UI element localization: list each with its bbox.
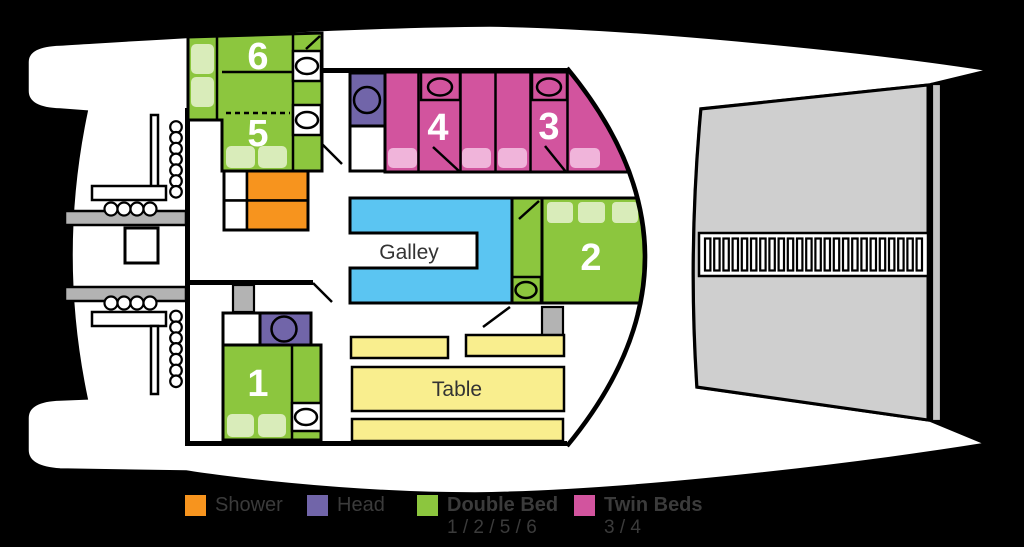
sink-cubicle (290, 401, 323, 433)
pillow (388, 148, 417, 168)
porthole-icon (169, 374, 183, 389)
porthole-icon (116, 201, 132, 217)
svg-text:Galley: Galley (379, 241, 439, 264)
pillow (578, 202, 605, 223)
sink-icon (426, 77, 454, 97)
legend-label: Shower (215, 494, 283, 516)
storage-cubicle (348, 124, 387, 173)
pillow (547, 202, 573, 223)
sink-cubicle (291, 49, 323, 83)
legend-sublabel: 1 / 2 / 5 / 6 (447, 517, 537, 538)
toilet-icon (352, 85, 382, 115)
pillow (612, 202, 638, 223)
cockpit-locker (123, 226, 160, 265)
dinette: Table (349, 333, 566, 443)
head-room-forward (348, 71, 387, 173)
svg-text:3: 3 (538, 106, 559, 148)
svg-text:5: 5 (247, 113, 268, 155)
double-bed-swatch (415, 493, 440, 518)
sink-icon (514, 280, 538, 300)
sink-cubicle (291, 103, 323, 137)
porthole-icon (169, 184, 183, 199)
pillow (191, 77, 214, 107)
door-swing-line (482, 305, 511, 329)
sink-icon (294, 110, 320, 130)
walkway-hatch-bars (703, 237, 924, 272)
pillow (226, 146, 255, 168)
legend-label: Twin Beds (604, 494, 703, 516)
saloon-bottom-wall (185, 441, 567, 446)
head-swatch (305, 493, 330, 518)
bench-seat (464, 333, 566, 358)
cockpit-wall (149, 113, 160, 189)
wall-segment (186, 280, 313, 285)
shower-room (222, 169, 310, 232)
door-swing-line (312, 282, 333, 303)
cockpit-wall (149, 324, 160, 396)
svg-text:Table: Table (432, 378, 482, 401)
cockpit-bench (90, 310, 168, 328)
sink-icon (294, 56, 320, 76)
porthole-icons (103, 120, 183, 389)
legend-sublabel: 3 / 4 (604, 517, 641, 538)
legend-label: Head (337, 494, 385, 516)
door-swing-line (305, 35, 321, 50)
companionway-step (540, 305, 565, 338)
door-swing-line (432, 146, 460, 172)
twin-beds-swatch (572, 493, 597, 518)
sink-icon (535, 77, 563, 97)
porthole-icon (142, 201, 158, 217)
saloon-table (350, 365, 566, 413)
cabin-6-and-5-double-beds: 6 5 (186, 31, 343, 173)
porthole-icon (129, 201, 145, 217)
sink-cubicle (530, 70, 569, 102)
sink-icon (293, 407, 319, 427)
cabin-1-double-bed: 1 (221, 343, 323, 442)
porthole-icon (129, 295, 145, 311)
companionway-step (231, 283, 256, 314)
svg-text:2: 2 (580, 237, 601, 279)
porthole-icon (116, 295, 132, 311)
pillow (570, 148, 600, 168)
door-swing-line (544, 145, 567, 173)
door-swing-line (518, 200, 540, 220)
storage-cubicle (221, 311, 262, 347)
pillow (498, 148, 527, 168)
galley: Galley (348, 196, 514, 305)
bench-seat (350, 417, 565, 443)
pillow (462, 148, 491, 168)
pillow (258, 414, 286, 437)
pillow (227, 414, 254, 437)
porthole-icon (103, 295, 119, 311)
saloon-left-wall (185, 108, 190, 446)
pillow (191, 44, 214, 74)
crossbeam (930, 82, 943, 423)
porthole-icon (142, 295, 158, 311)
legend-label: Double Bed (447, 494, 559, 516)
saloon-front-wall (565, 66, 648, 448)
svg-text:4: 4 (427, 107, 448, 149)
door-swing-line (321, 143, 343, 165)
head-room-aft (221, 311, 313, 347)
shower-swatch (183, 493, 208, 518)
cockpit (63, 113, 188, 396)
sink-cubicle (419, 70, 462, 102)
foredeck (691, 82, 943, 423)
porthole-icon (103, 201, 119, 217)
svg-text:1: 1 (247, 363, 268, 405)
bench-seat (349, 335, 450, 360)
cabin-2-double-bed: 2 (510, 196, 645, 305)
cockpit-bench (90, 184, 168, 202)
toilet-icon (270, 315, 298, 343)
pillow (258, 146, 287, 168)
svg-text:6: 6 (247, 36, 268, 78)
